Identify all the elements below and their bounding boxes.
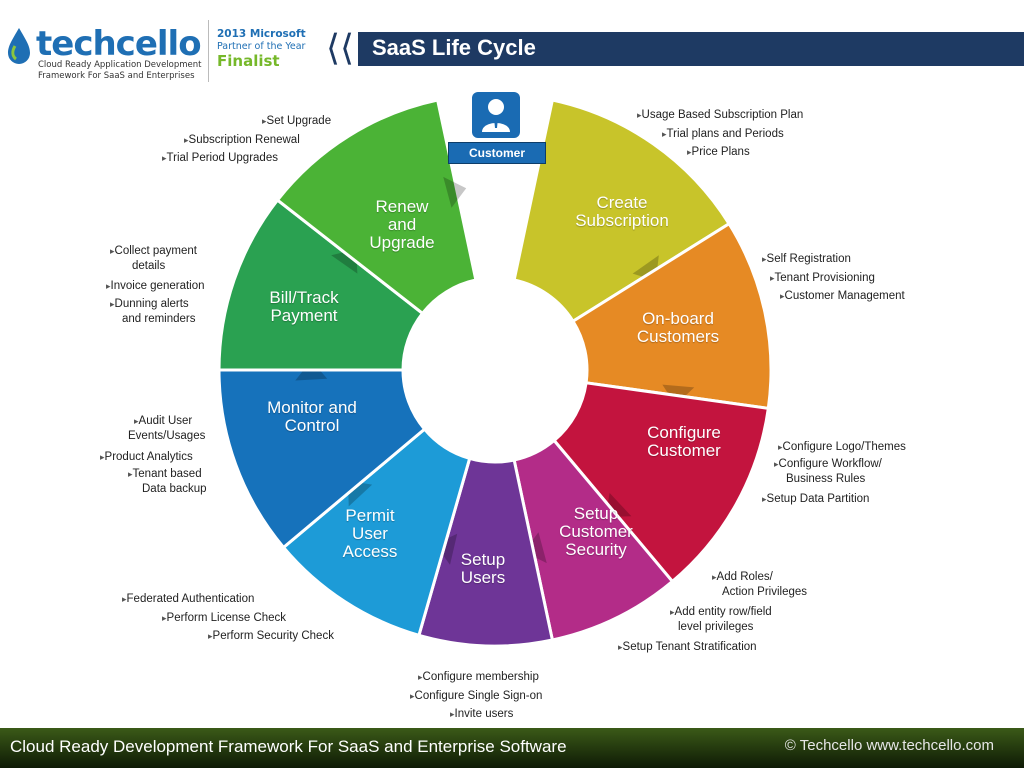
bullets-configure: Configure Logo/Themes Configure Workflow… bbox=[767, 438, 906, 508]
bullets-monitor: Audit User Events/Usages Product Analyti… bbox=[100, 414, 207, 497]
bullet-item: Setup Data Partition bbox=[762, 490, 906, 509]
bullet-item: Configure Workflow/ bbox=[774, 457, 906, 472]
bullet-item: Trial Period Upgrades bbox=[162, 149, 331, 168]
wheel-center bbox=[403, 278, 587, 462]
award-title: Partner of the Year bbox=[217, 41, 306, 52]
bullets-users: Configure membership Configure Single Si… bbox=[415, 668, 543, 724]
bullet-item: Federated Authentication bbox=[122, 590, 334, 609]
double-chevron-icon: ⟨⟨ bbox=[326, 28, 355, 69]
customer-icon bbox=[472, 92, 520, 138]
water-drop-icon bbox=[8, 28, 30, 64]
customer-badge: Customer bbox=[448, 142, 546, 164]
footer-tagline: Cloud Ready Development Framework For Sa… bbox=[10, 737, 567, 756]
bullet-item: Perform Security Check bbox=[208, 627, 334, 646]
bullets-renew: Set Upgrade Subscription Renewal Trial P… bbox=[167, 112, 332, 168]
bullet-item: Invite users bbox=[450, 705, 542, 724]
bullet-item: Add entity row/field bbox=[670, 605, 807, 620]
award-year: 2013 Microsoft bbox=[217, 28, 306, 40]
bullet-item: Collect payment bbox=[110, 244, 205, 259]
bullet-item: Perform License Check bbox=[162, 609, 334, 628]
bullet-item-continued: Business Rules bbox=[786, 472, 866, 485]
bullet-item: Configure Single Sign-on bbox=[410, 687, 543, 706]
bullet-item: Customer Management bbox=[780, 287, 905, 306]
bullet-item-continued: Events/Usages bbox=[128, 430, 206, 442]
bullet-item-continued: level privileges bbox=[678, 621, 754, 633]
bullet-item: Set Upgrade bbox=[262, 112, 332, 131]
bullet-item-continued: and reminders bbox=[122, 312, 196, 325]
bullet-item: Audit User bbox=[134, 414, 207, 429]
page-title: SaaS Life Cycle bbox=[372, 35, 536, 60]
bullet-item: Trial plans and Periods bbox=[662, 125, 803, 144]
techcello-logo: techcello Cloud Ready Application Develo… bbox=[6, 18, 206, 88]
bullet-item: Price Plans bbox=[687, 143, 803, 162]
person-icon bbox=[482, 99, 510, 132]
bullet-item: Subscription Renewal bbox=[184, 131, 331, 150]
bullets-onboard: Self Registration Tenant Provisioning Cu… bbox=[762, 250, 905, 306]
bullet-item: Product Analytics bbox=[100, 448, 207, 467]
segment-configure bbox=[552, 381, 771, 584]
bullet-item: Configure membership bbox=[418, 668, 542, 687]
title-bar bbox=[358, 32, 1024, 66]
bullet-item: Self Registration bbox=[762, 250, 905, 269]
bullet-item-continued: Action Privileges bbox=[722, 586, 808, 598]
award-finalist: Finalist bbox=[217, 52, 280, 70]
bullets-create: Usage Based Subscription Plan Trial plan… bbox=[637, 106, 804, 162]
bullets-permit: Federated Authentication Perform License… bbox=[122, 590, 334, 646]
bullet-item: Tenant based bbox=[128, 467, 207, 482]
bullets-bill: Collect payment details Invoice generati… bbox=[110, 244, 205, 327]
footer-bar: Cloud Ready Development Framework For Sa… bbox=[0, 728, 1024, 768]
logo-wordmark: techcello bbox=[36, 24, 202, 64]
logo-tagline-1: Cloud Ready Application Development bbox=[38, 60, 202, 70]
bullet-item-continued: details bbox=[132, 260, 166, 272]
bullet-item: Add Roles/ bbox=[712, 570, 807, 585]
bullets-security: Add Roles/ Action Privileges Add entity … bbox=[623, 570, 808, 657]
bullet-item: Usage Based Subscription Plan bbox=[637, 106, 804, 125]
flow-arrow-icon bbox=[523, 532, 547, 564]
bullet-item: Dunning alerts bbox=[110, 297, 205, 312]
bullet-item: Configure Logo/Themes bbox=[778, 438, 906, 457]
bullet-item: Invoice generation bbox=[106, 277, 205, 296]
bullet-item-continued: Data backup bbox=[142, 482, 207, 495]
logo-tagline-2: Framework For SaaS and Enterprises bbox=[38, 71, 195, 81]
footer-copyright: © Techcello www.techcello.com bbox=[784, 737, 994, 754]
flow-arrow-icon bbox=[443, 176, 467, 208]
bullet-item: Tenant Provisioning bbox=[770, 269, 905, 288]
bullet-item: Setup Tenant Stratification bbox=[618, 638, 807, 657]
header-divider bbox=[208, 20, 209, 82]
